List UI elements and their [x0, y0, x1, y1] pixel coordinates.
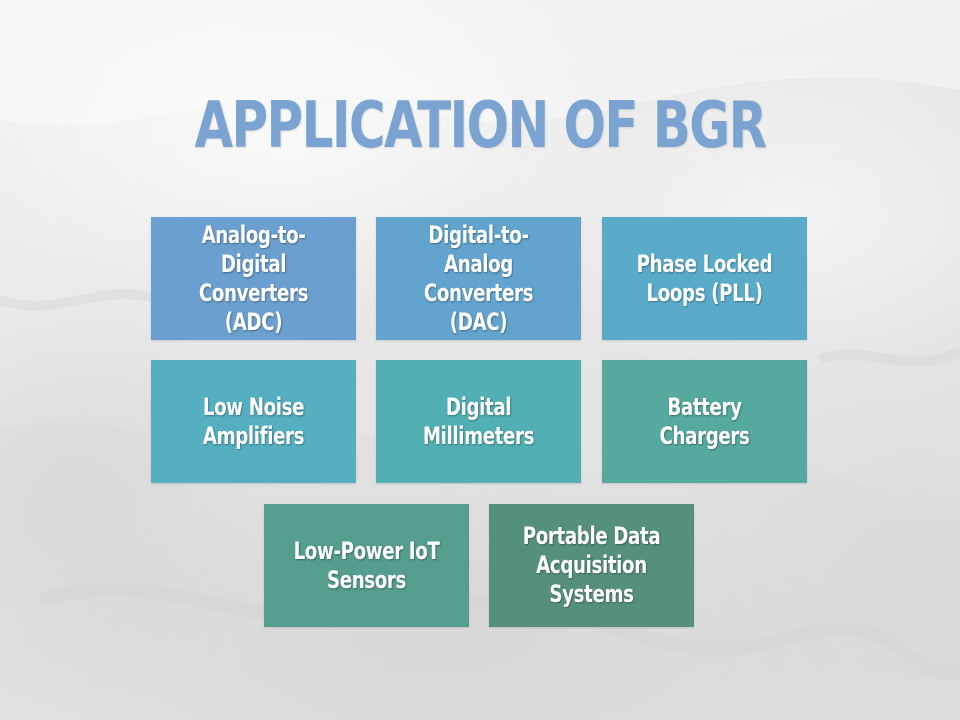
tile-dac: Digital-to-Analog Converters (DAC) [376, 217, 581, 340]
tile-label: Digital Millimeters [422, 392, 535, 450]
tile-label: Digital-to-Analog Converters (DAC) [423, 220, 534, 336]
tile-label: Phase Locked Loops (PLL) [636, 249, 773, 307]
tile-label: Portable Data Acquisition Systems [522, 522, 661, 608]
tile-label: Battery Chargers [659, 392, 750, 450]
tile-battery-chargers: Battery Chargers [602, 360, 807, 483]
tile-digital-millimeters: Digital Millimeters [376, 360, 581, 483]
tile-pll: Phase Locked Loops (PLL) [602, 217, 807, 340]
tile-label: Low-Power IoT Sensors [293, 536, 440, 594]
slide-title: APPLICATION OF BGR [194, 89, 767, 163]
tile-adc: Analog-to-Digital Converters (ADC) [151, 217, 356, 340]
tile-portable-data-acquisition: Portable Data Acquisition Systems [489, 504, 694, 627]
tile-low-power-iot-sensors: Low-Power IoT Sensors [264, 504, 469, 627]
tile-label: Low Noise Amplifiers [202, 392, 305, 450]
tile-label: Analog-to-Digital Converters (ADC) [198, 220, 309, 336]
tile-low-noise-amplifiers: Low Noise Amplifiers [151, 360, 356, 483]
